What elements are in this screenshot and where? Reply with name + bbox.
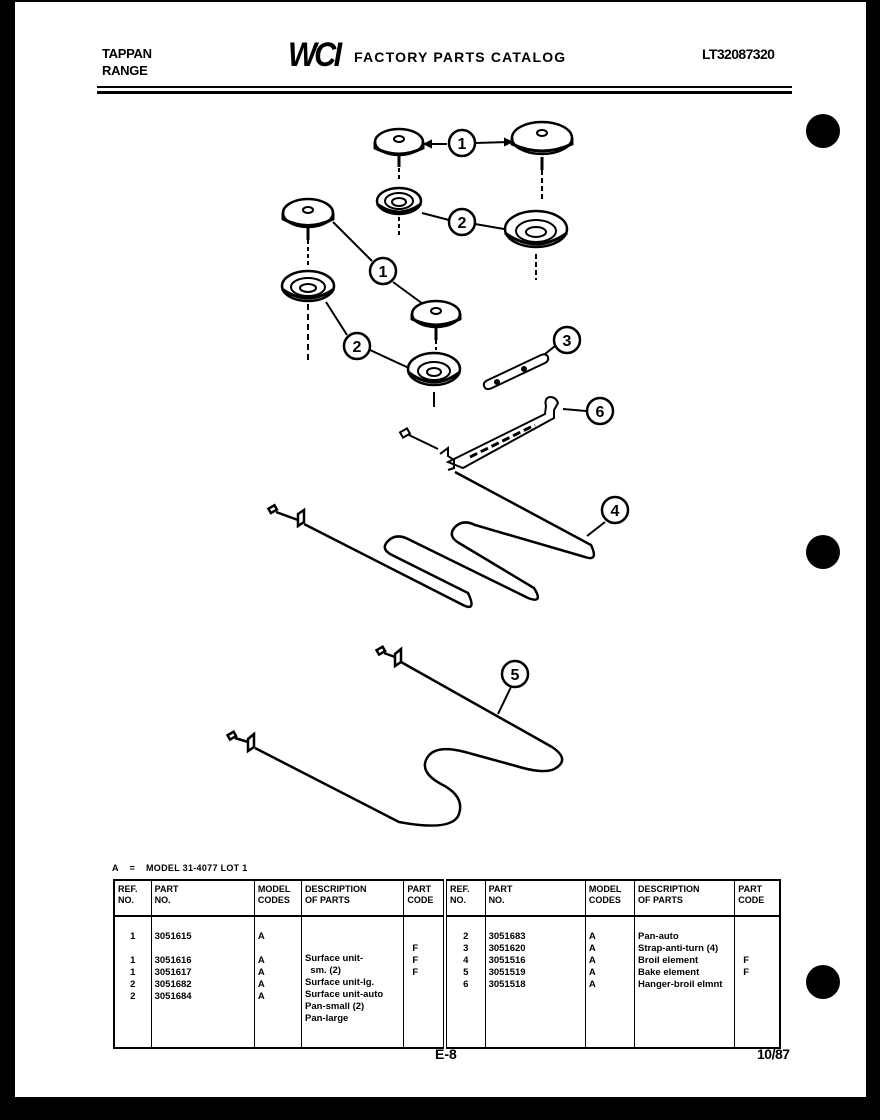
drip-pan-small-icon <box>375 186 423 216</box>
brand-label: TAPPAN RANGE <box>102 45 152 79</box>
brand-line-1: TAPPAN <box>102 46 152 61</box>
catalog-page: TAPPAN RANGE WCI FACTORY PARTS CATALOG L… <box>15 2 866 1097</box>
broil-element-icon <box>266 470 596 609</box>
catalog-title: FACTORY PARTS CATALOG <box>354 49 567 65</box>
brand-line-2: RANGE <box>102 63 148 78</box>
binder-hole-icon <box>806 535 840 569</box>
callout-2-left: 2 <box>353 339 362 356</box>
surface-unit-small-left-icon <box>281 197 335 240</box>
model-code: A <box>112 863 119 873</box>
callout-3: 3 <box>563 333 572 350</box>
wci-logo: WCI <box>288 36 342 74</box>
page-identifier: E-8 <box>435 1046 457 1062</box>
drip-pan-large-icon <box>503 209 569 249</box>
model-description: MODEL 31-4077 LOT 1 <box>146 863 248 873</box>
binder-hole-icon <box>806 114 840 148</box>
callout-1-left: 1 <box>379 264 388 281</box>
callout-1-top: 1 <box>458 136 467 153</box>
catalog-number: LT32087320 <box>702 46 775 62</box>
col-ref-no-2: REF.NO. <box>442 880 486 917</box>
header-rule <box>97 86 792 88</box>
surface-unit-small-icon <box>373 127 425 167</box>
exploded-parts-diagram: 1 2 1 2 3 6 4 5 <box>225 120 630 827</box>
col-ref-no: REF.NO. <box>113 880 152 917</box>
drip-pan-auto-icon <box>406 351 462 387</box>
binder-hole-icon <box>806 965 840 999</box>
callout-5: 5 <box>511 667 520 684</box>
surface-unit-large-icon <box>510 120 574 170</box>
header-rule-thick <box>97 91 792 94</box>
description-cell: Surface unit- sm. (2)Surface unit-lg.Sur… <box>301 916 404 1048</box>
drip-pan-left-icon <box>280 269 336 303</box>
surface-unit-auto-icon <box>410 299 462 340</box>
callout-4: 4 <box>611 503 620 520</box>
model-code-legend: A = MODEL 31-4077 LOT 1 <box>112 863 256 873</box>
broil-element-hanger-icon <box>398 395 560 471</box>
callout-2-top: 2 <box>458 215 467 232</box>
equals-sign: = <box>129 863 136 873</box>
callout-6: 6 <box>596 404 605 421</box>
revision-date: 10/87 <box>757 1046 790 1062</box>
anti-turn-strap-icon <box>482 353 550 391</box>
bake-element-icon <box>225 645 564 827</box>
